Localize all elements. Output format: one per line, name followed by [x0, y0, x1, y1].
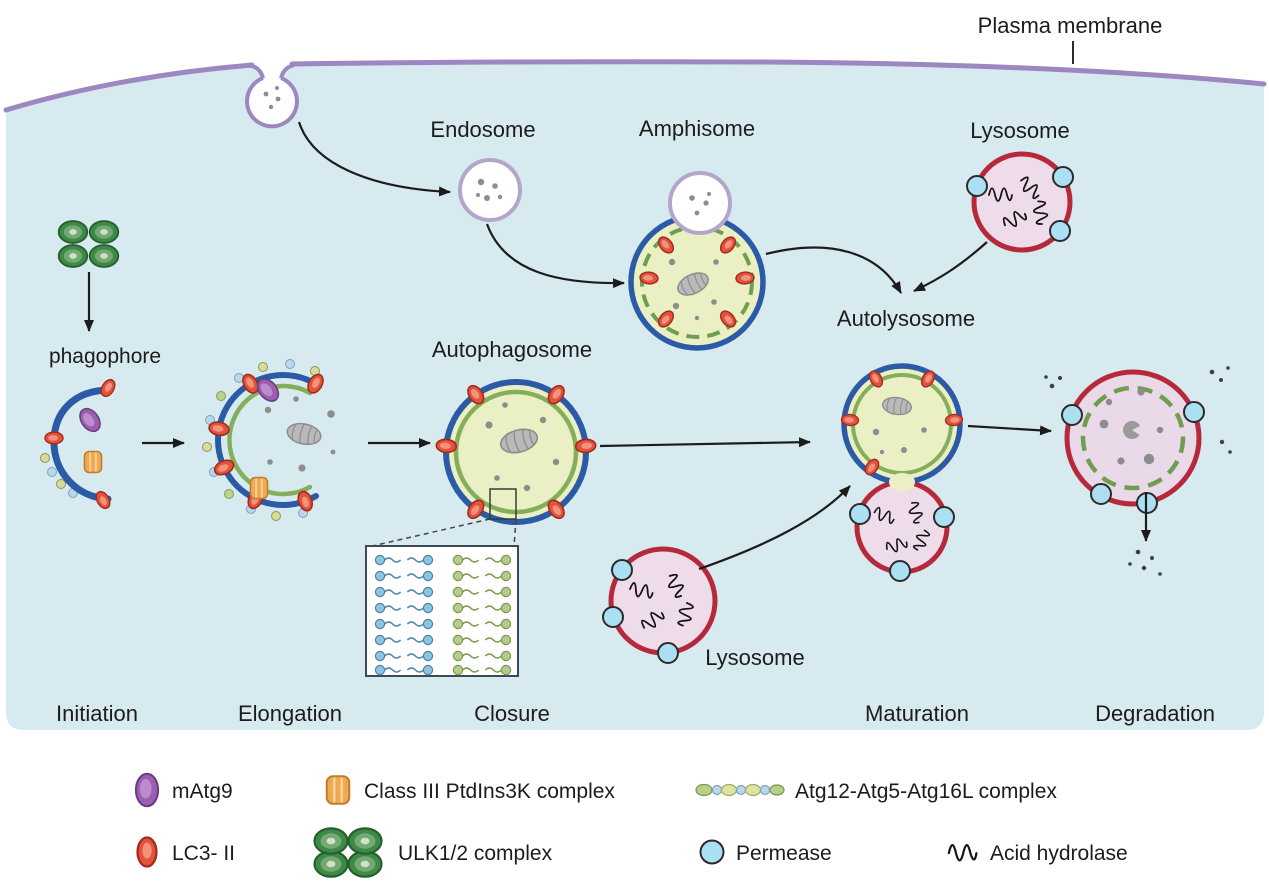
permease-icon	[602, 606, 624, 628]
arrow-autolysosome-to-degradation	[967, 424, 1052, 436]
degradation-vesicle	[1044, 366, 1232, 576]
stage-initiation: Initiation	[56, 701, 138, 726]
lysosome-bottom	[602, 546, 718, 664]
stage-maturation: Maturation	[865, 701, 969, 726]
legend-matg9-label: mAtg9	[172, 780, 233, 803]
permease-icon	[933, 506, 955, 528]
lysosome-bottom-label: Lysosome	[705, 645, 804, 670]
permease-icon	[966, 175, 988, 197]
legend-atg12-label: Atg12-Atg5-Atg16L complex	[795, 780, 1057, 803]
stage-elongation: Elongation	[238, 701, 342, 726]
permease-icon	[1052, 166, 1074, 188]
permease-icon	[699, 839, 725, 865]
permease-icon	[1049, 220, 1071, 242]
ulk12-complex-icon	[313, 827, 383, 878]
autophagosome	[434, 379, 598, 525]
acid-hydrolase-icon	[947, 844, 978, 862]
permease-icon	[1061, 404, 1083, 426]
phagophore	[40, 376, 119, 512]
phagophore-label: phagophore	[49, 345, 161, 368]
arrow-amphisome-to-autolysosome	[765, 246, 902, 294]
legend-ptdins3k-label: Class III PtdIns3K complex	[364, 780, 615, 803]
stage-degradation: Degradation	[1095, 701, 1215, 726]
legend: mAtg9 Class III PtdIns3K complex Atg12-A…	[134, 772, 1128, 878]
cytoplasm-background	[6, 61, 1264, 730]
amphisome-label: Amphisome	[639, 116, 755, 141]
endosome	[458, 158, 522, 222]
lc3-ii-icon	[44, 431, 64, 445]
released-metabolites	[1044, 366, 1232, 576]
plasma-membrane-label: Plasma membrane	[978, 13, 1163, 38]
stage-closure: Closure	[474, 701, 550, 726]
arrow-endosome-to-amphisome	[485, 223, 625, 289]
permease-icon	[849, 503, 871, 525]
arrow-lysosome-to-fusion	[698, 485, 851, 571]
arrow-membrane-to-endosome	[297, 121, 451, 197]
permease-icon	[1090, 483, 1112, 505]
legend-ulk-label: ULK1/2 complex	[398, 842, 553, 865]
plasma-membrane	[3, 54, 1267, 113]
legend-acid-hydrolase-label: Acid hydrolase	[990, 842, 1128, 865]
endosome-label: Endosome	[430, 117, 535, 142]
ptdins3k-complex-icon	[83, 450, 103, 474]
elongation-phagophore	[202, 359, 336, 521]
autophagosome-label: Autophagosome	[432, 337, 592, 362]
arrow-lysosome-to-autolysosome	[913, 241, 988, 292]
permease-icon	[657, 642, 679, 664]
ptdins3k-complex-icon	[249, 476, 269, 500]
endocytosis-vesicle	[245, 76, 299, 129]
membrane-detail-callout	[365, 488, 519, 677]
lysosome-top	[966, 151, 1074, 253]
autolysosome-label: Autolysosome	[837, 306, 975, 331]
atg12-atg5-atg16l-complex-icon	[695, 783, 785, 797]
stage-labels: Initiation Elongation Closure Maturation…	[56, 701, 1215, 726]
endosome-bud	[668, 171, 732, 235]
lysosome-top-label: Lysosome	[970, 118, 1069, 143]
permease-icon	[1183, 401, 1205, 423]
lc3-ii-icon	[136, 836, 158, 868]
permease-icon	[889, 560, 911, 582]
autolysosome	[840, 363, 964, 582]
arrow-autophagosome-to-autolysosome	[599, 437, 811, 448]
matg9-icon	[134, 772, 160, 808]
legend-lc3-label: LC3- II	[172, 842, 235, 865]
amphisome	[628, 171, 766, 351]
ptdins3k-complex-icon	[325, 775, 351, 805]
legend-permease-label: Permease	[736, 842, 832, 865]
permease-icon	[611, 559, 633, 581]
